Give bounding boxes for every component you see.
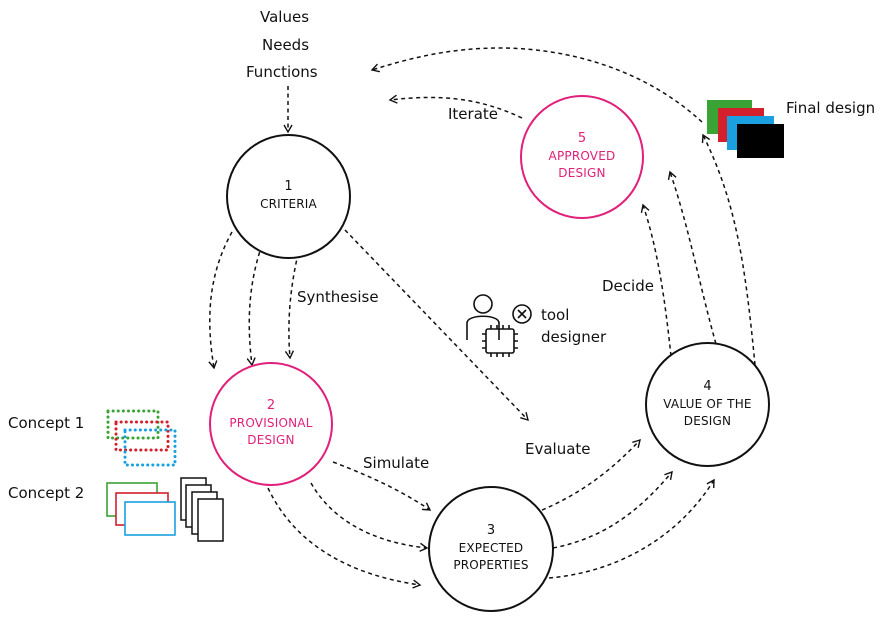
concept2-shapes [106,482,176,536]
arrow-evaluate-1 [534,438,641,514]
arrow-iterate-outer [370,47,703,123]
document-stack-icon [180,477,224,542]
node-provisional-design: 2 PROVISIONAL DESIGN [209,362,333,486]
tool-icon [512,304,532,324]
actor-tool: tool [541,306,570,324]
step-iterate: Iterate [448,105,499,123]
arrow-loop-middle [667,170,721,359]
arrow-loop-outer [701,133,756,366]
step-simulate: Simulate [363,454,430,472]
input-needs: Needs [262,36,310,54]
node-approved-design: 5 APPROVED DESIGN [520,95,644,219]
input-functions: Functions [246,63,318,81]
input-values: Values [260,8,310,26]
node-expected-number: 3 [486,523,496,539]
arrow-simulate-2 [310,482,429,552]
node-expected-label: EXPECTED PROPERTIES [453,541,529,573]
arrow-criteria-to-evaluate [344,229,529,422]
arrow-iterate-inner [388,94,523,119]
arrow-evaluate-2 [552,470,673,549]
node-approved-label: APPROVED DESIGN [548,149,616,181]
arrow-simulate-1 [332,461,432,511]
node-provisional-label: PROVISIONAL DESIGN [229,416,313,448]
node-provisional-number: 2 [266,398,276,414]
node-expected-properties: 3 EXPECTED PROPERTIES [428,486,554,612]
actor-designer: designer [541,328,607,346]
final-design-label: Final design [786,99,876,117]
step-decide: Decide [602,277,654,295]
step-evaluate: Evaluate [525,440,591,458]
node-criteria-label: CRITERIA [260,197,317,212]
final-design-shapes [707,100,784,158]
arrow-simulate-3 [267,487,422,589]
arrow-evaluate-3 [548,478,715,579]
node-value-of-design: 4 VALUE OF THE DESIGN [645,342,770,467]
arrow-decide [640,203,672,357]
arrow-synthesise-2 [246,244,263,367]
step-synthesise: Synthesise [297,288,379,306]
node-approved-number: 5 [577,131,587,147]
node-criteria: 1 CRITERIA [226,134,351,259]
node-value-label: VALUE OF THE DESIGN [663,396,752,428]
node-value-number: 4 [703,378,712,394]
concept1-shapes [106,409,177,467]
concept-1-label: Concept 1 [8,414,85,432]
arrow-synthesise-3 [284,245,301,360]
node-criteria-number: 1 [284,179,293,195]
concept-2-label: Concept 2 [8,484,85,502]
designer-icon [466,294,518,357]
arrow-synthesise-1 [208,231,233,370]
